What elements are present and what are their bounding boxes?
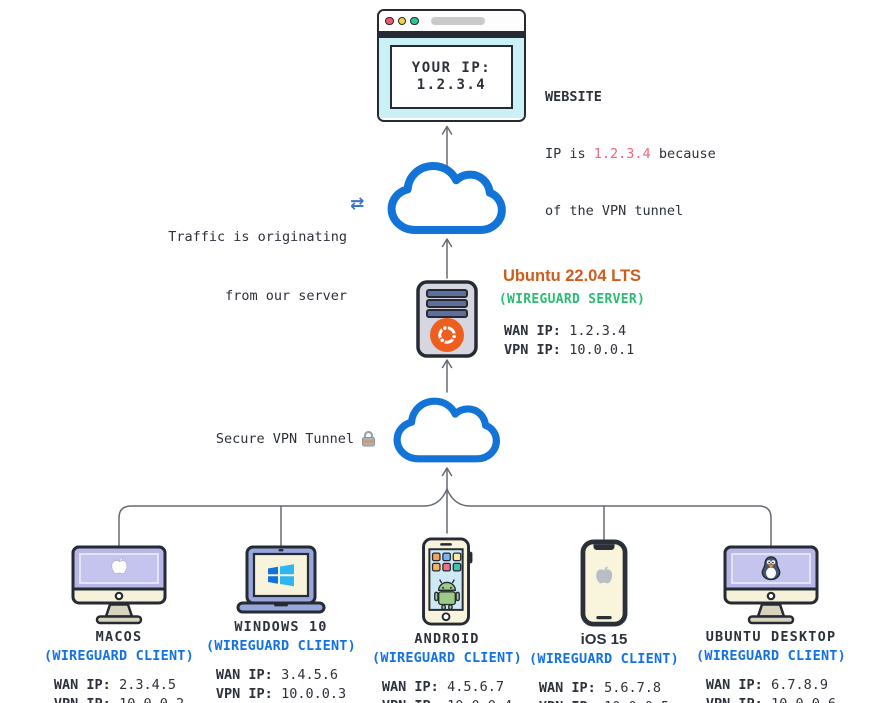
traffic-line1: Traffic is originating [168, 229, 347, 245]
server-title: Ubuntu 22.04 LTS [502, 267, 642, 285]
traffic-annotation: Traffic is originating from our server [163, 189, 347, 345]
website-title: WEBSITE [545, 89, 602, 105]
your-ip-panel: YOUR IP: 1.2.3.4 [390, 45, 513, 109]
client-vpn-ip: VPN IP:10.0.0.6 [706, 695, 836, 703]
server-role: (WIREGUARD SERVER) [498, 292, 646, 307]
client-windows: WINDOWS 10 (WIREGUARD CLIENT) WAN IP:3.4… [189, 543, 373, 703]
website-line2: of the VPN tunnel [545, 203, 684, 219]
traffic-light-red-icon [385, 16, 394, 26]
tux-penguin-icon [761, 556, 781, 581]
browser-window: YOUR IP: 1.2.3.4 [377, 9, 526, 122]
apple-logo-icon [596, 566, 613, 584]
android-robot-icon [434, 579, 460, 611]
client-name: iOS 15 [580, 631, 628, 648]
client-ips: WAN IP:2.3.4.5 VPN IP:10.0.0.2 [54, 676, 184, 703]
client-vpn-ip: VPN IP:10.0.0.2 [54, 695, 184, 703]
server-wan-ip: WAN IP:1.2.3.4 [504, 323, 627, 339]
website-annotation: WEBSITE IP is 1.2.3.4 because of the VPN… [545, 50, 716, 259]
traffic-light-green-icon [410, 16, 419, 26]
client-macos: MACOS (WIREGUARD CLIENT) WAN IP:2.3.4.5 … [27, 543, 211, 703]
client-wan-ip: WAN IP:6.7.8.9 [705, 677, 829, 693]
client-name: ANDROID [414, 631, 480, 647]
client-wan-ip: WAN IP:5.6.7.8 [538, 680, 662, 696]
client-ips: WAN IP:6.7.8.9 VPN IP:10.0.0.6 [706, 676, 836, 703]
client-ips: WAN IP:3.4.5.6 VPN IP:10.0.0.3 [216, 666, 346, 703]
lock-icon [362, 430, 375, 447]
client-vpn-ip: VPN IP:10.0.0.3 [215, 685, 347, 702]
client-role: (WIREGUARD CLIENT) [529, 651, 679, 667]
android-phone-icon [415, 537, 479, 627]
client-ios: iOS 15 (WIREGUARD CLIENT) WAN IP:5.6.7.8… [512, 539, 696, 703]
client-wan-ip: WAN IP:4.5.6.7 [381, 679, 505, 695]
address-bar [430, 17, 485, 25]
traffic-light-yellow-icon [397, 16, 406, 26]
website-line1: IP is 1.2.3.4 because [545, 146, 716, 162]
browser-titlebar [379, 11, 524, 33]
client-android: ANDROID (WIREGUARD CLIENT) WAN IP:4.5.6.… [355, 537, 539, 703]
app-grid-icon [431, 552, 462, 572]
vpn-tunnel-annotation: Secure VPN Tunnel [150, 430, 376, 447]
client-role: (WIREGUARD CLIENT) [206, 638, 356, 654]
your-ip-value: 1.2.3.4 [416, 77, 487, 94]
traffic-line2: from our server [225, 287, 347, 304]
browser-viewport: YOUR IP: 1.2.3.4 [379, 33, 524, 118]
server-labels: Ubuntu 22.04 LTS (WIREGUARD SERVER) WAN … [487, 267, 657, 359]
imac-tux-icon [721, 543, 821, 625]
client-ips: WAN IP:4.5.6.7 VPN IP:10.0.0.4 [382, 678, 512, 703]
internet-cloud-icon [387, 162, 506, 234]
server-ips: WAN IP:1.2.3.4 VPN IP:10.0.0.1 [487, 322, 657, 359]
server-vpn-ip: VPN IP:10.0.0.1 [504, 341, 635, 358]
vpn-tunnel-cloud-icon [393, 397, 500, 463]
client-wan-ip: WAN IP:2.3.4.5 [53, 677, 177, 693]
client-ubuntu-desktop: UBUNTU DESKTOP (WIREGUARD CLIENT) WAN IP… [679, 543, 863, 703]
client-role: (WIREGUARD CLIENT) [696, 648, 846, 664]
website-ip-value: 1.2.3.4 [593, 146, 651, 162]
client-name: MACOS [95, 629, 143, 645]
client-role: (WIREGUARD CLIENT) [44, 648, 194, 664]
apple-logo-icon [111, 557, 128, 575]
client-role: (WIREGUARD CLIENT) [372, 650, 522, 666]
page-header-bar [379, 33, 524, 38]
client-vpn-ip: VPN IP:10.0.0.4 [382, 697, 512, 703]
swap-arrows-icon: ⇄ [350, 194, 365, 214]
iphone-icon [576, 539, 632, 627]
client-wan-ip: WAN IP:3.4.5.6 [215, 667, 339, 683]
imac-apple-icon [69, 543, 169, 625]
laptop-windows-icon [231, 543, 331, 615]
client-ips: WAN IP:5.6.7.8 VPN IP:10.0.0.5 [539, 679, 669, 703]
ubuntu-server-icon [416, 280, 478, 358]
your-ip-label: YOUR IP: [411, 60, 492, 77]
vpn-tunnel-label: Secure VPN Tunnel [215, 430, 354, 447]
client-name: WINDOWS 10 [234, 619, 328, 635]
windows-logo-icon [268, 564, 294, 587]
ubuntu-logo-icon [430, 318, 464, 352]
client-name: UBUNTU DESKTOP [705, 629, 837, 645]
client-vpn-ip: VPN IP:10.0.0.5 [539, 698, 669, 703]
